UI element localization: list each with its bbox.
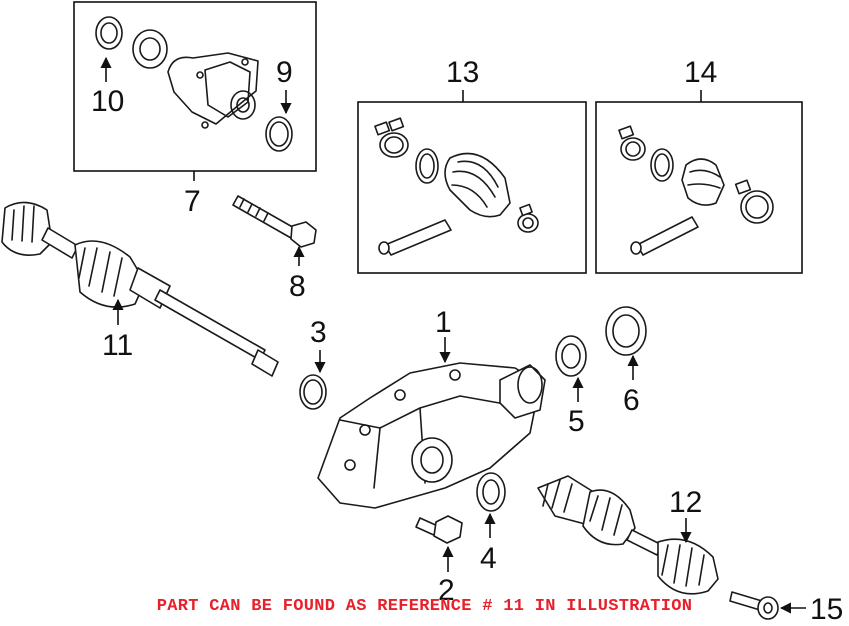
box14-clamp-right	[734, 179, 774, 224]
part-11-axle-shaft[interactable]	[1, 201, 279, 377]
part-3-oring[interactable]	[299, 374, 327, 410]
box13-clamp-large	[374, 117, 409, 158]
callout-11: 11	[102, 329, 133, 362]
part-15-bolt[interactable]	[729, 591, 779, 620]
box13-ring	[415, 148, 439, 184]
part-8-bolt[interactable]	[232, 195, 317, 248]
box-7-frame	[73, 1, 317, 172]
callout-15: 15	[810, 593, 843, 626]
part-9-oring[interactable]	[265, 116, 293, 152]
box14-grease-tube	[630, 216, 699, 256]
callout-9: 9	[276, 56, 293, 89]
part-10-seal[interactable]	[95, 16, 123, 50]
part-2-bolt[interactable]	[415, 515, 463, 544]
callout-2: 2	[438, 574, 455, 607]
part-6-seal[interactable]	[605, 306, 647, 356]
callout-3: 3	[310, 316, 327, 349]
box14-boot	[681, 158, 725, 206]
callout-6: 6	[623, 384, 640, 417]
callout-5: 5	[568, 405, 585, 438]
callout-1: 1	[435, 306, 452, 339]
callout-10: 10	[91, 85, 124, 118]
callout-13: 13	[446, 56, 479, 89]
part-12-axle-shaft[interactable]	[537, 475, 719, 595]
callout-8: 8	[289, 270, 306, 303]
reference-note: PART CAN BE FOUND AS REFERENCE # 11 IN I…	[156, 597, 693, 616]
box13-clamp-small	[517, 203, 539, 233]
group-box-13	[357, 101, 587, 274]
box7-flange	[167, 52, 259, 129]
box7-bearing	[132, 29, 168, 69]
group-box-14	[595, 101, 803, 274]
box14-clamp-left	[618, 125, 646, 161]
callout-4: 4	[480, 542, 497, 575]
box13-grease-tube	[378, 219, 452, 256]
callout-7: 7	[184, 185, 201, 218]
callout-14: 14	[684, 56, 717, 89]
callout-12: 12	[669, 486, 702, 519]
part-5-seal[interactable]	[555, 335, 587, 377]
box13-boot	[444, 152, 511, 218]
box14-ring	[650, 148, 674, 182]
box-14-frame	[595, 101, 803, 274]
part-4-seal[interactable]	[476, 472, 506, 512]
part-1-differential[interactable]	[317, 362, 546, 509]
box-13-frame	[357, 101, 587, 274]
group-box-7: 10 9	[73, 1, 317, 172]
